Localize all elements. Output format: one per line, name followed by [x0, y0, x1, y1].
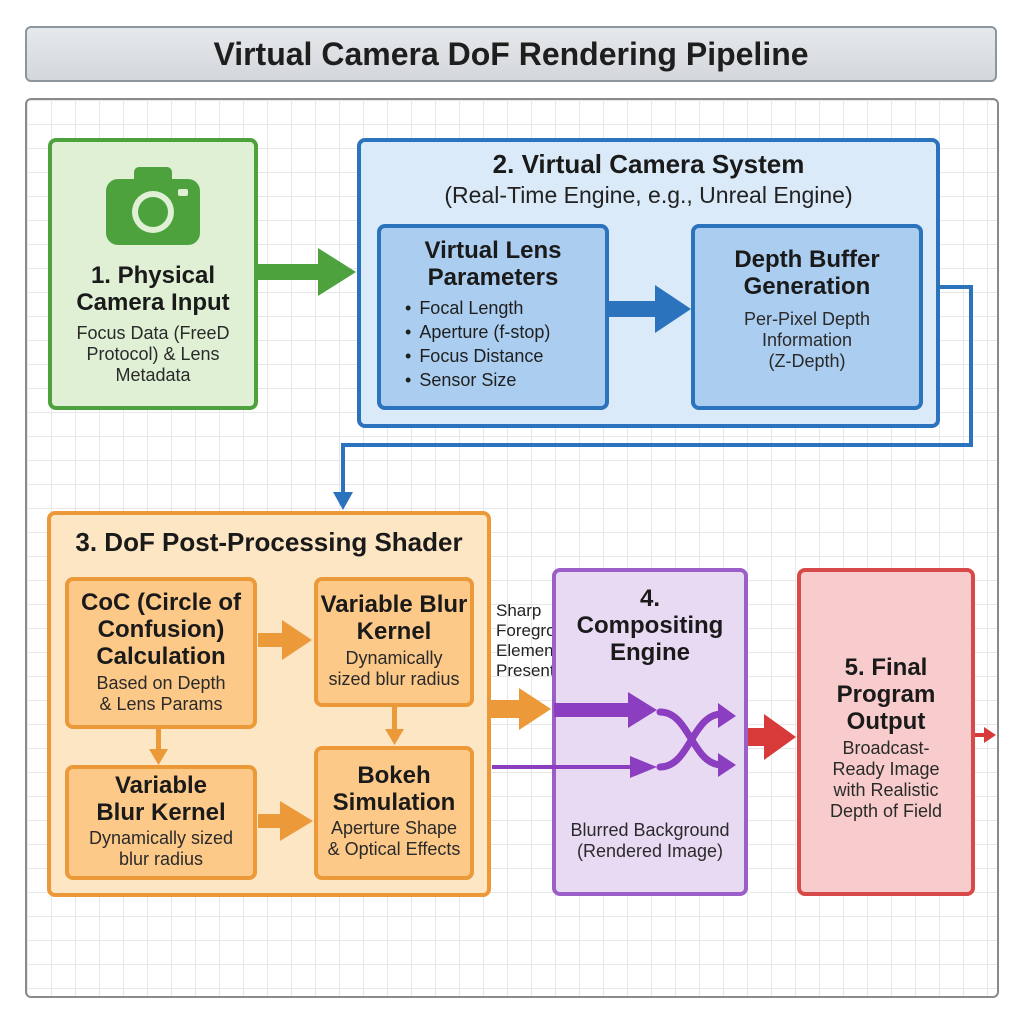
list-item: Focus Distance: [405, 344, 605, 368]
depth-description: Per-Pixel Depth Information (Z-Depth): [695, 309, 919, 372]
stage5-desc-line3: with Realistic: [833, 780, 939, 800]
arrow-sharp-foreground-stream: [554, 692, 657, 728]
arrow-coc-to-blur-bottom: [149, 729, 168, 765]
arrow-coc-to-blur-top: [258, 620, 312, 660]
arrow-blur-bottom-to-bokeh: [258, 801, 313, 841]
stage3-heading: 3. DoF Post-Processing Shader: [75, 527, 463, 557]
sharp-note-line3: Element: [496, 641, 559, 660]
blur-top-description: Dynamically sized blur radius: [318, 648, 470, 690]
arrow-lens-to-depth: [609, 285, 691, 333]
stage5-desc-line1: Broadcast-: [842, 738, 930, 758]
stage-compositing-engine: [552, 568, 748, 896]
stage4-desc-line2: (Rendered Image): [576, 841, 724, 861]
blur-top-desc-line2: sized blur radius: [328, 669, 460, 689]
bokeh-desc-line2: & Optical Effects: [327, 839, 461, 859]
stage4-desc-line1: Blurred Background: [570, 820, 730, 840]
blur-bottom-desc-line1: Dynamically sized: [88, 828, 234, 848]
blur-top-heading: Variable Blur Kernel: [318, 591, 470, 645]
blur-bottom-desc-line2: blur radius: [118, 849, 204, 869]
stage1-desc-line1: Focus Data (FreeD: [76, 323, 230, 343]
bokeh-description: Aperture Shape & Optical Effects: [318, 818, 470, 860]
coc-heading-line1: CoC (Circle of: [80, 589, 241, 616]
stage1-desc-line3: Metadata: [115, 365, 191, 385]
lens-parameter-list: Focal Length Aperture (f-stop) Focus Dis…: [405, 296, 605, 392]
stage5-heading-line3: Output: [846, 708, 926, 735]
stage1-heading-line1: 1. Physical: [90, 262, 216, 289]
list-item: Aperture (f-stop): [405, 320, 605, 344]
stage2-subheading: (Real-Time Engine, e.g., Unreal Engine): [444, 182, 853, 208]
stage5-heading-line1: 5. Final: [844, 654, 928, 681]
stage-final-program-output: [797, 568, 975, 896]
coc-heading-line3: Calculation: [96, 643, 226, 670]
depth-heading-line1: Depth Buffer: [734, 246, 880, 273]
arrow-compositing-to-final-output: [748, 714, 796, 760]
camera-icon: [106, 167, 200, 245]
coc-heading-line2: Confusion): [97, 616, 225, 643]
coc-calculation-box: [65, 577, 257, 729]
arrow-final-output-out: [975, 727, 996, 743]
blur-bottom-heading-line2: Blur Kernel: [96, 799, 226, 826]
list-item: Focal Length: [405, 296, 605, 320]
sharp-note-line2: Foregro: [496, 621, 556, 640]
stage4-heading-line3: Engine: [609, 639, 690, 666]
blur-top-desc-line1: Dynamically: [345, 648, 443, 668]
stage1-description: Focus Data (FreeD Protocol) & Lens Metad…: [52, 323, 254, 386]
blur-bottom-heading: Variable Blur Kernel: [69, 772, 253, 826]
blur-bottom-description: Dynamically sized blur radius: [69, 828, 253, 870]
lens-heading-line1: Virtual Lens: [424, 237, 562, 264]
lens-heading: Virtual Lens Parameters: [381, 237, 605, 291]
stage5-desc-line4: Depth of Field: [829, 801, 943, 821]
stage2-heading: 2. Virtual Camera System: [492, 149, 805, 179]
merge-icon: [656, 703, 736, 777]
blur-bottom-heading-line1: Variable: [114, 772, 208, 799]
bokeh-desc-line1: Aperture Shape: [330, 818, 458, 838]
variable-blur-kernel-bottom-box: [65, 765, 257, 880]
arrow-blurred-background-stream: [492, 756, 657, 778]
coc-desc-line1: Based on Depth: [96, 673, 226, 693]
bokeh-heading-line2: Simulation: [332, 789, 456, 816]
stage4-heading: 4. Compositing Engine: [556, 585, 744, 666]
coc-description: Based on Depth & Lens Params: [69, 673, 253, 715]
stage4-heading-line1: 4.: [639, 585, 660, 612]
stage4-heading-line2: Compositing: [576, 612, 724, 639]
arrow-shader-to-compositing: [491, 688, 551, 730]
bokeh-heading: Bokeh Simulation: [318, 762, 470, 816]
connector-depth-to-shader: [333, 285, 973, 510]
coc-heading: CoC (Circle of Confusion) Calculation: [69, 589, 253, 670]
arrow-input-to-virtual-camera: [258, 248, 356, 296]
stage5-heading-line2: Program: [836, 681, 936, 708]
stage1-desc-line2: Protocol) & Lens: [86, 344, 220, 364]
lens-heading-line2: Parameters: [427, 264, 559, 291]
depth-desc-line2: Information: [761, 330, 853, 350]
sharp-note-line1: Sharp: [496, 601, 542, 620]
depth-heading-line2: Generation: [743, 273, 871, 300]
depth-buffer-generation-box: [691, 224, 923, 410]
diagram-title: Virtual Camera DoF Rendering Pipeline: [25, 26, 997, 82]
depth-desc-line3: (Z-Depth): [768, 351, 846, 371]
coc-desc-line2: & Lens Params: [99, 694, 223, 714]
bokeh-heading-line1: Bokeh: [357, 762, 431, 789]
arrow-blur-top-to-bokeh: [385, 707, 404, 745]
blur-top-heading-line2: Kernel: [356, 618, 432, 645]
depth-desc-line1: Per-Pixel Depth: [743, 309, 871, 329]
blur-top-heading-line1: Variable Blur: [320, 591, 468, 618]
stage4-description: Blurred Background (Rendered Image): [556, 820, 744, 862]
stage5-description: Broadcast- Ready Image with Realistic De…: [801, 738, 971, 822]
depth-heading: Depth Buffer Generation: [695, 246, 919, 300]
variable-blur-kernel-top-box: [314, 577, 474, 707]
list-item: Sensor Size: [405, 368, 605, 392]
stage1-heading-line2: Camera Input: [76, 289, 230, 316]
stage5-desc-line2: Ready Image: [832, 759, 940, 779]
stage1-heading: 1. Physical Camera Input: [52, 262, 254, 316]
stage5-heading: 5. Final Program Output: [801, 654, 971, 735]
bokeh-simulation-box: [314, 746, 474, 880]
